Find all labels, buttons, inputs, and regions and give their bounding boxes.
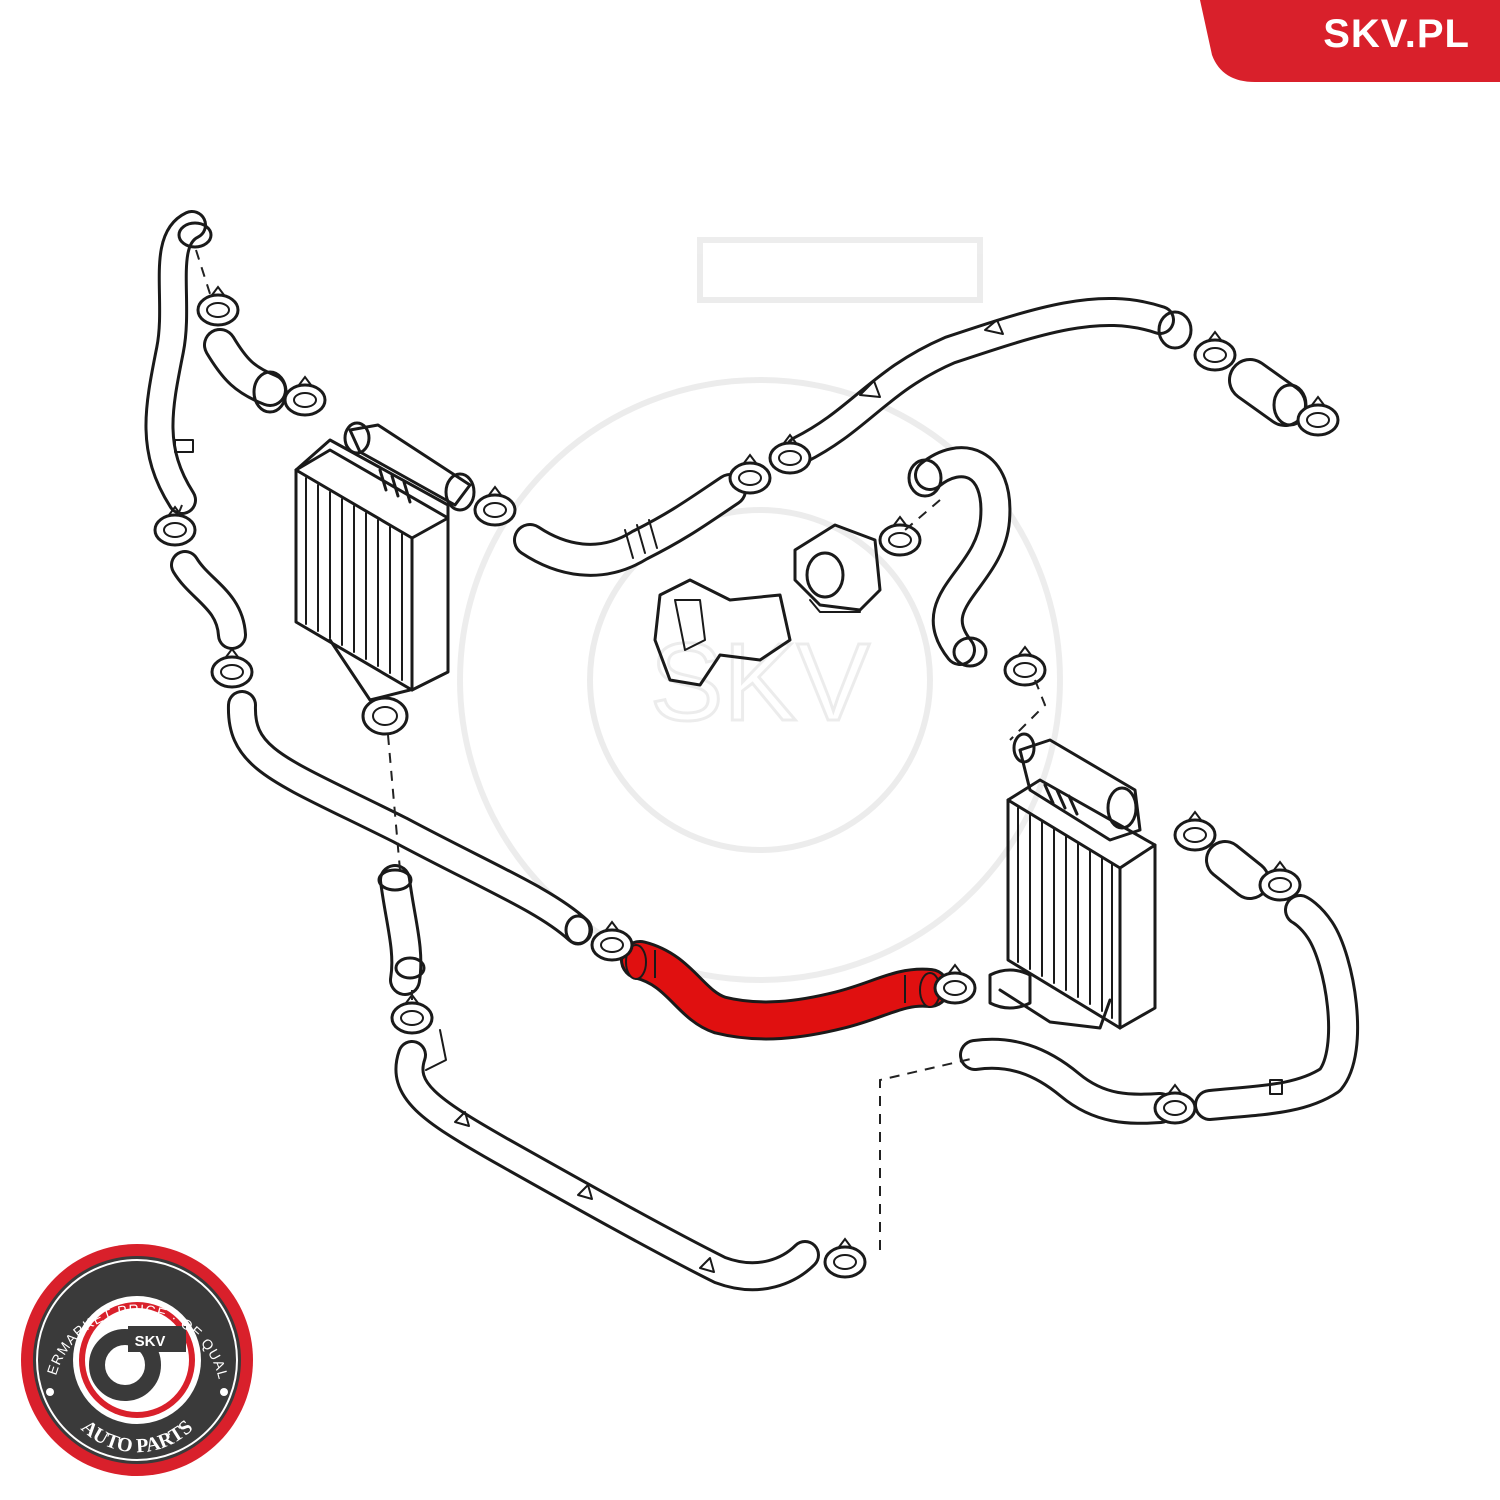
site-label: SKV.PL	[1323, 12, 1470, 56]
skv-seal-logo: SKV AFTERMARKET PRICE · OE QUALITY AUTO …	[0, 0, 253, 1476]
throttle-body	[793, 523, 882, 613]
left-intercooler	[294, 421, 476, 736]
svg-text:AFTERMARKET PRICE · OE QUALITY: AFTERMARKET PRICE · OE QUALITY	[0, 0, 232, 1381]
highlighted-hose	[620, 940, 950, 1041]
seal-center-text: SKV	[135, 1333, 166, 1350]
seal-top-text: AFTERMARKET PRICE · OE QUALITY	[0, 0, 231, 1381]
right-intercooler	[988, 732, 1157, 1030]
brand-corner-badge	[1200, 0, 1500, 82]
assembly-guide-lines	[175, 249, 1047, 1250]
intake-manifold	[653, 578, 792, 687]
hose-network	[144, 210, 1360, 1292]
